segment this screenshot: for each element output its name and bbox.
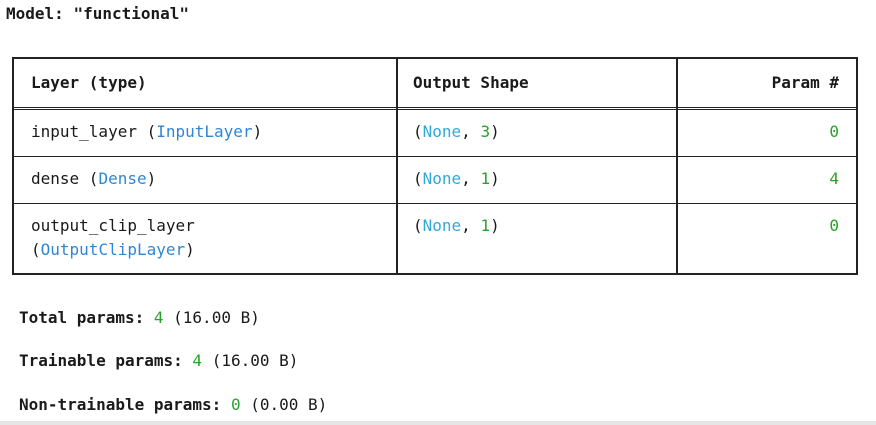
layer-name: output_clip_layer — [31, 216, 195, 235]
output-shape-cell: (None, 1) — [413, 169, 500, 188]
shape-dim: 1 — [480, 169, 491, 188]
trainable-params-label: Trainable params: — [19, 351, 183, 370]
column-divider — [396, 59, 398, 273]
header-param-count: Param # — [771, 73, 839, 92]
layer-name: input_layer — [31, 122, 137, 141]
header-output-shape: Output Shape — [413, 73, 529, 92]
table-row: output_clip_layer (OutputClipLayer) (Non… — [14, 204, 856, 273]
total-params-count: 4 — [153, 308, 164, 327]
column-divider — [676, 59, 678, 273]
model-title: Model: "functional" — [6, 4, 189, 23]
layer-name: dense — [31, 169, 80, 188]
trainable-params-count: 4 — [192, 351, 203, 370]
shape-dim: 1 — [480, 216, 491, 235]
table-row: input_layer (InputLayer) (None, 3) 0 — [14, 110, 856, 157]
shape-none: None — [422, 122, 462, 141]
param-count: 0 — [829, 122, 839, 141]
model-name: "functional" — [73, 4, 190, 23]
non-trainable-params: Non-trainable params: 0 (0.00 B) — [19, 395, 327, 414]
horizontal-scrollbar[interactable] — [0, 421, 876, 425]
output-shape-cell: (None, 1) — [413, 216, 500, 235]
layer-cell: input_layer (InputLayer) — [31, 122, 263, 141]
model-title-label: Model: — [6, 4, 64, 23]
shape-none: None — [422, 169, 462, 188]
shape-dim: 3 — [480, 122, 491, 141]
trainable-params: Trainable params: 4 (16.00 B) — [19, 351, 298, 370]
total-params-label: Total params: — [19, 308, 145, 327]
non-trainable-params-count: 0 — [230, 395, 241, 414]
total-params-size: (16.00 B) — [173, 308, 260, 327]
layer-type: InputLayer — [156, 122, 253, 141]
trainable-params-size: (16.00 B) — [211, 351, 299, 370]
non-trainable-params-size: (0.00 B) — [250, 395, 328, 414]
output-shape-cell: (None, 3) — [413, 122, 500, 141]
layer-type: Dense — [98, 169, 147, 188]
layer-cell: dense (Dense) — [31, 169, 157, 188]
table-row: dense (Dense) (None, 1) 4 — [14, 157, 856, 204]
param-count: 0 — [829, 216, 839, 235]
non-trainable-params-label: Non-trainable params: — [19, 395, 222, 414]
layer-type: OutputClipLayer — [40, 240, 186, 259]
table-header-row: Layer (type) Output Shape Param # — [14, 59, 856, 110]
param-count: 4 — [829, 169, 839, 188]
total-params: Total params: 4 (16.00 B) — [19, 308, 260, 327]
model-summary-table: Layer (type) Output Shape Param # input_… — [12, 57, 858, 275]
header-layer-type: Layer (type) — [31, 73, 147, 92]
shape-none: None — [422, 216, 462, 235]
layer-cell: output_clip_layer (OutputClipLayer) — [31, 216, 195, 259]
